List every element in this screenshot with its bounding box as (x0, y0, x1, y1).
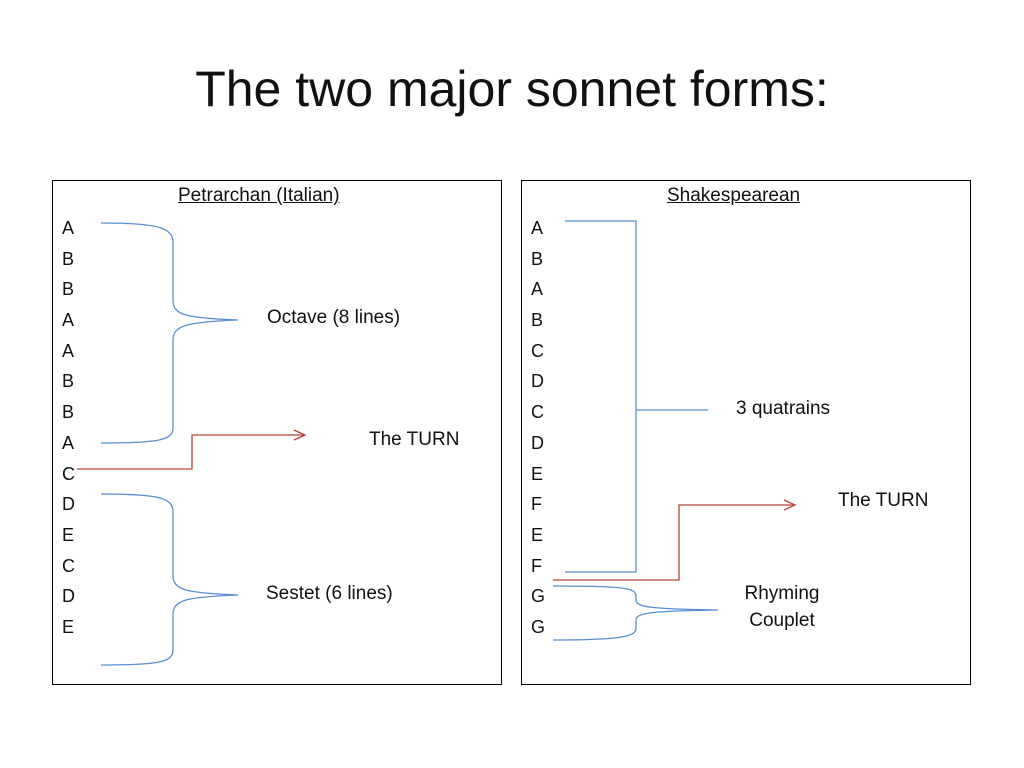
shakespearean-turn-label: The TURN (838, 490, 929, 511)
petrarchan-rhyme-letter-14: E (62, 616, 75, 637)
petrarchan-rhyme-letter-5: A (62, 340, 75, 361)
shakespearean-rhyme-letter-7: C (531, 402, 544, 423)
shakespearean-rhyme-letter-14: G (531, 616, 546, 637)
shakespearean-rhyme-letter-13: G (531, 586, 546, 607)
petrarchan-rhyme-letter-9: C (62, 463, 75, 484)
slide-title: The two major sonnet forms: (195, 61, 829, 117)
shakespearean-rhyme-letter-3: A (531, 279, 544, 300)
shakespearean-rhyme-letter-8: D (531, 432, 544, 453)
petrarchan-rhyme-letter-7: B (62, 402, 75, 423)
couplet-label-line2: Couplet (749, 610, 815, 631)
petrarchan-rhyme-letter-4: A (62, 310, 75, 331)
shakespearean-rhyme-letter-5: C (531, 340, 544, 361)
shakespearean-rhyme-letter-9: E (531, 463, 544, 484)
shakespearean-rhyme-letter-2: B (531, 248, 544, 269)
petrarchan-rhyme-letter-11: E (62, 524, 75, 545)
petrarchan-rhyme-letter-13: D (62, 586, 75, 607)
petrarchan-rhyme-letter-12: C (62, 555, 75, 576)
shakespearean-rhyme-letter-6: D (531, 371, 544, 392)
shakespearean-rhyme-letter-11: E (531, 524, 544, 545)
petrarchan-turn-label: The TURN (369, 429, 460, 450)
shakespearean-rhyme-letter-12: F (531, 555, 542, 576)
petrarchan-heading: Petrarchan (Italian) (178, 185, 340, 206)
couplet-label-line1: Rhyming (744, 583, 820, 604)
shakespearean-heading: Shakespearean (667, 185, 801, 206)
shakespearean-rhyme-letter-4: B (531, 310, 544, 331)
sestet-label: Sestet (6 lines) (266, 583, 393, 604)
petrarchan-rhyme-letter-6: B (62, 371, 75, 392)
quatrains-label: 3 quatrains (736, 398, 831, 419)
shakespearean-rhyme-letter-10: F (531, 494, 542, 515)
octave-label: Octave (8 lines) (267, 307, 401, 328)
petrarchan-rhyme-letter-1: A (62, 218, 75, 238)
shakespearean-rhyme-letter-1: A (531, 218, 544, 238)
petrarchan-rhyme-letter-2: B (62, 248, 75, 269)
couplet-label: Rhyming Couplet (731, 583, 833, 632)
petrarchan-rhyme-letter-10: D (62, 494, 75, 515)
petrarchan-rhyme-letter-3: B (62, 279, 75, 300)
petrarchan-rhyme-letter-8: A (62, 432, 75, 453)
